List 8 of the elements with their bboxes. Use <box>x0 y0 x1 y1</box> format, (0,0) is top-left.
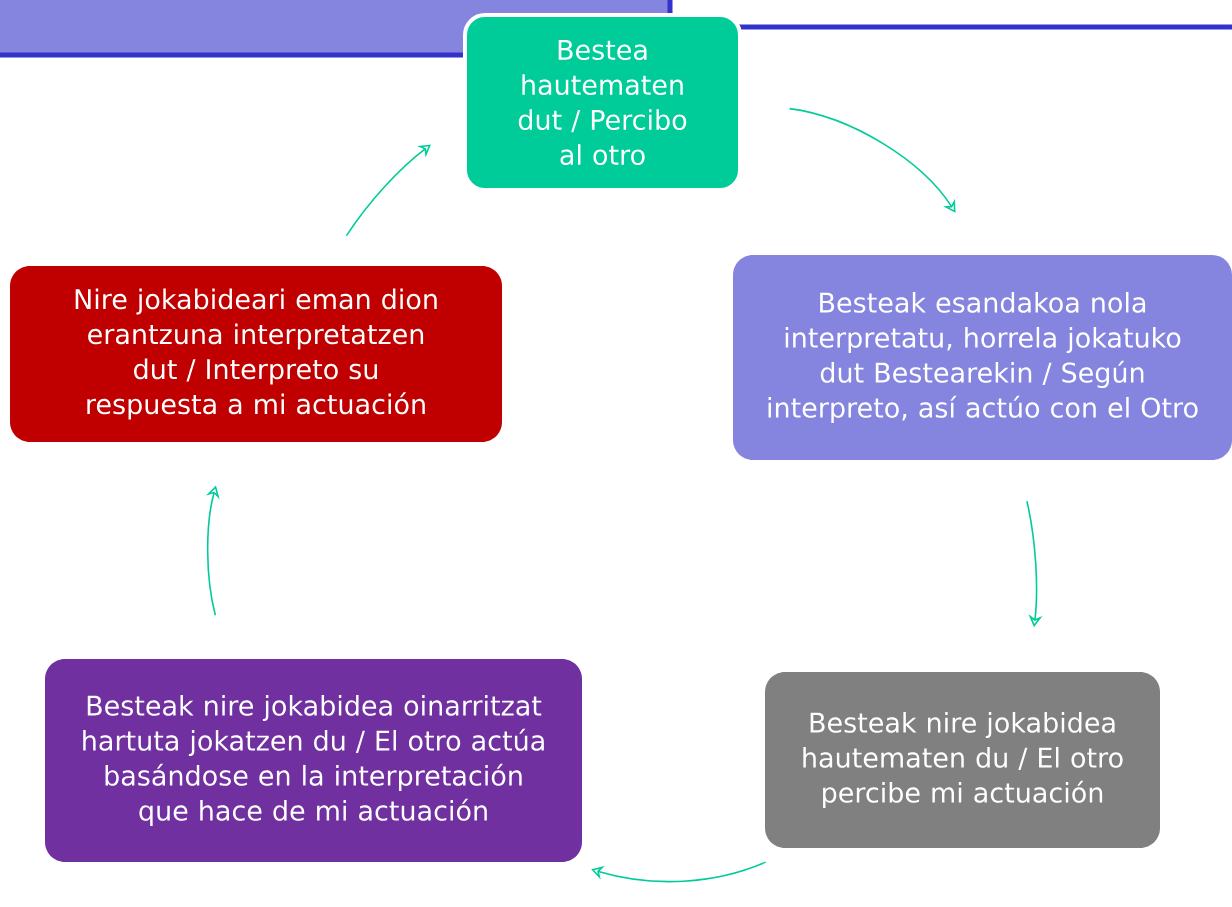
process-box: Nire jokabideari eman dion erantzuna interpretatzen dut / Interpreto su respuesta a mi actuación <box>10 266 502 442</box>
process-box: Besteak nire jokabidea oinarritzat hartuta jokatzen du / El otro actúa basándose en la interpretación que hace de mi actuación <box>45 659 582 862</box>
process-box: Besteak nire jokabidea hautematen du / El otro percibe mi actuación <box>765 672 1160 848</box>
arrow <box>345 144 431 237</box>
process-box: Bestea hautematen dut / Percibo al otro <box>463 13 742 192</box>
process-box: Besteak esandakoa nola interpretatu, horrela jokatuko dut Bestearekin / Según interpreto, así actúo con el Otro <box>733 255 1232 460</box>
arrow <box>591 861 767 883</box>
arrow <box>788 107 956 213</box>
